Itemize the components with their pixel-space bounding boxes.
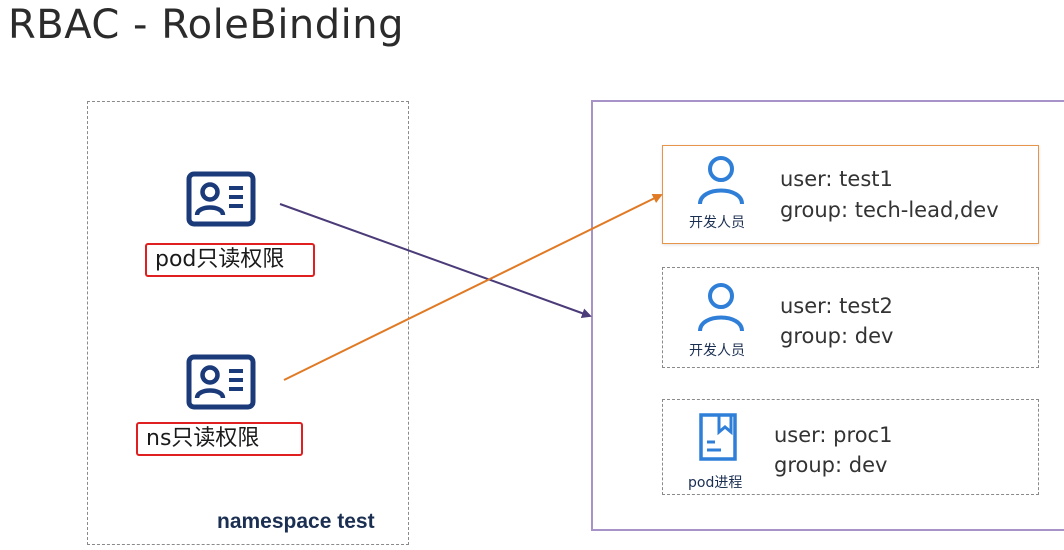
id-card-icon [186,354,256,410]
role-label-pod-readonly: pod只读权限 [145,243,315,277]
id-card-icon [186,171,256,227]
subject-card-test1 [662,145,1039,244]
document-icon [699,413,737,461]
subject-caption: 开发人员 [689,215,745,231]
page-title: RBAC - RoleBinding [8,2,405,48]
namespace-label: namespace test [217,510,375,533]
subject-user: user: proc1 [774,423,893,447]
subject-caption: 开发人员 [689,343,745,359]
arrow-pod-readonly-to-subjects [279,203,592,318]
namespace-box [87,101,409,545]
user-icon [698,156,744,205]
user-icon [698,283,744,332]
role-label-ns-readonly: ns只读权限 [136,422,303,456]
subject-group: group: dev [774,453,888,477]
subject-group: group: tech-lead,dev [780,198,999,222]
subject-user: user: test2 [780,294,893,318]
arrow-ns-readonly-to-test1 [283,194,663,381]
subject-group: group: dev [780,324,894,348]
subject-caption: pod进程 [688,475,743,491]
subjects-box [591,100,1064,531]
subject-user: user: test1 [780,167,893,191]
